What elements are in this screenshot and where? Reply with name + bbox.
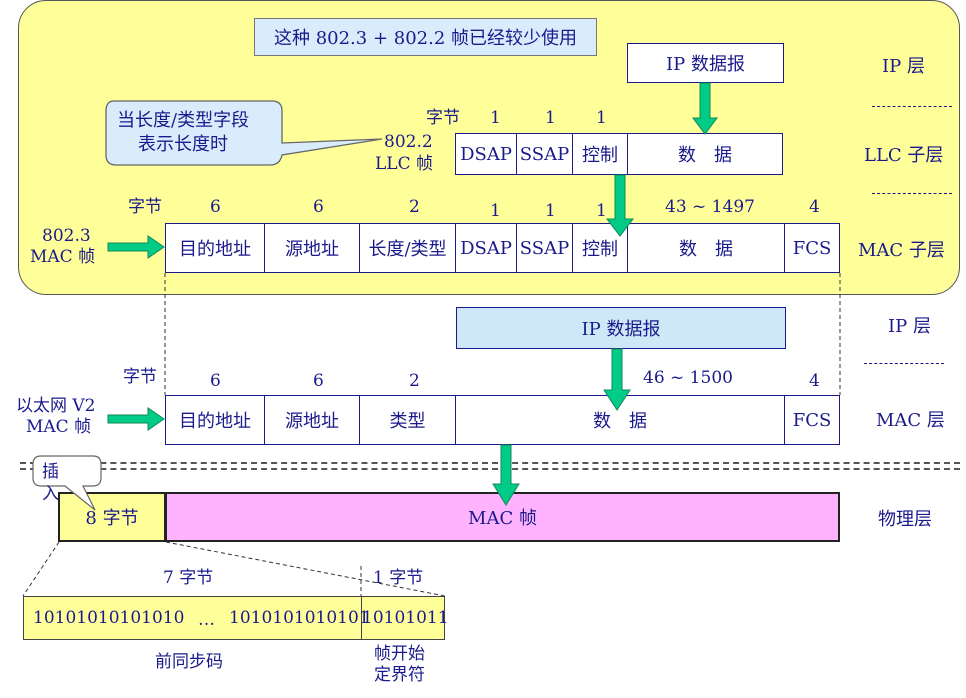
layer-mac: MAC 层 — [876, 410, 945, 431]
arrow-down-icon — [492, 444, 520, 506]
preamble-bits: 10101010101010 — [33, 608, 185, 628]
bits-ellipsis: … — [198, 610, 215, 630]
ethv2-byte: 46 ~ 1500 — [643, 368, 733, 388]
ethv2-field-fcs: FCS — [784, 395, 840, 445]
connector-line — [165, 541, 446, 597]
insert-callout — [32, 455, 102, 511]
sfd-bits: 10101011 — [362, 608, 449, 628]
arrow-right-icon — [107, 407, 165, 431]
mac8023-field-ssap: SSAP — [516, 223, 573, 273]
mac8023-field-dest: 目的地址 — [165, 223, 265, 273]
arrow-down-icon — [603, 348, 631, 411]
callout-bubble — [105, 100, 383, 166]
layer-divider — [864, 363, 944, 364]
mac8023-field-src: 源地址 — [264, 223, 360, 273]
insert-label: 插入 — [42, 462, 59, 504]
layer-llc: LLC 子层 — [864, 145, 944, 166]
caption-sfd-2: 定界符 — [374, 665, 425, 685]
llc-byte-ssap: 1 — [545, 108, 556, 128]
mac8023-byte: 1 — [490, 201, 501, 221]
arrow-down-icon — [605, 174, 635, 237]
mac8023-byte: 4 — [809, 197, 820, 217]
llc-bytes-label: 字节 — [426, 108, 460, 128]
layer-mac-sub: MAC 子层 — [858, 240, 945, 261]
mac8023-side-label-1: 802.3 — [42, 226, 91, 246]
ethv2-byte: 4 — [809, 371, 820, 391]
callout-line1: 当长度/类型字段 — [117, 110, 250, 131]
llc-field-dsap: DSAP — [455, 133, 517, 175]
callout-line2: 表示长度时 — [138, 134, 228, 155]
mac8023-byte: 1 — [545, 201, 556, 221]
arrow-right-icon — [107, 235, 165, 259]
mid-bits: 1010101010101 — [229, 608, 370, 628]
arrow-down-icon — [692, 82, 718, 135]
ethv2-field-dest: 目的地址 — [165, 395, 265, 445]
connector-line — [22, 541, 60, 597]
bits-box — [23, 596, 445, 640]
bits-label-7: 7 字节 — [163, 568, 214, 588]
usage-note: 这种 802.3 + 802.2 帧已经较少使用 — [254, 18, 597, 56]
ethv2-byte: 6 — [313, 371, 324, 391]
mac8023-byte: 43 ~ 1497 — [665, 197, 755, 217]
mac8023-field-fcs: FCS — [784, 223, 840, 273]
ip-packet-top: IP 数据报 — [627, 43, 784, 83]
mac8023-bytes-label: 字节 — [128, 197, 162, 217]
llc-side-label-1: 802.2 — [384, 132, 433, 152]
layer-divider — [872, 193, 952, 194]
ethv2-side-label-2: MAC 帧 — [26, 417, 92, 437]
llc-side-label-2: LLC 帧 — [375, 154, 433, 174]
llc-field-control: 控制 — [572, 133, 628, 175]
mac8023-byte: 1 — [596, 201, 607, 221]
ethv2-side-label-1: 以太网 V2 — [16, 396, 96, 416]
layer-ip-bottom: IP 层 — [888, 316, 931, 337]
ethv2-byte: 6 — [210, 371, 221, 391]
llc-field-ssap: SSAP — [516, 133, 573, 175]
mac8023-side-label-2: MAC 帧 — [30, 247, 96, 267]
mac8023-byte: 6 — [210, 197, 221, 217]
mac8023-byte: 2 — [409, 197, 420, 217]
layer-boundary-line — [20, 462, 960, 464]
mac8023-field-data: 数 据 — [627, 223, 785, 273]
layer-divider — [872, 106, 952, 107]
layer-phys: 物理层 — [878, 509, 932, 530]
layer-ip-top: IP 层 — [882, 56, 925, 77]
ethv2-field-type: 类型 — [359, 395, 456, 445]
llc-byte-dsap: 1 — [490, 108, 501, 128]
ip-packet-bottom: IP 数据报 — [456, 307, 786, 349]
bits-label-1: 1 字节 — [373, 568, 424, 588]
mac8023-field-dsap: DSAP — [455, 223, 517, 273]
layer-boundary-line — [20, 468, 960, 470]
caption-sfd-1: 帧开始 — [374, 644, 425, 664]
mac8023-byte: 6 — [313, 197, 324, 217]
ethv2-byte: 2 — [409, 371, 420, 391]
bits-sfd-divider — [361, 596, 362, 640]
llc-byte-control: 1 — [596, 108, 607, 128]
ethv2-bytes-label: 字节 — [123, 367, 157, 387]
caption-preamble: 前同步码 — [155, 652, 223, 672]
